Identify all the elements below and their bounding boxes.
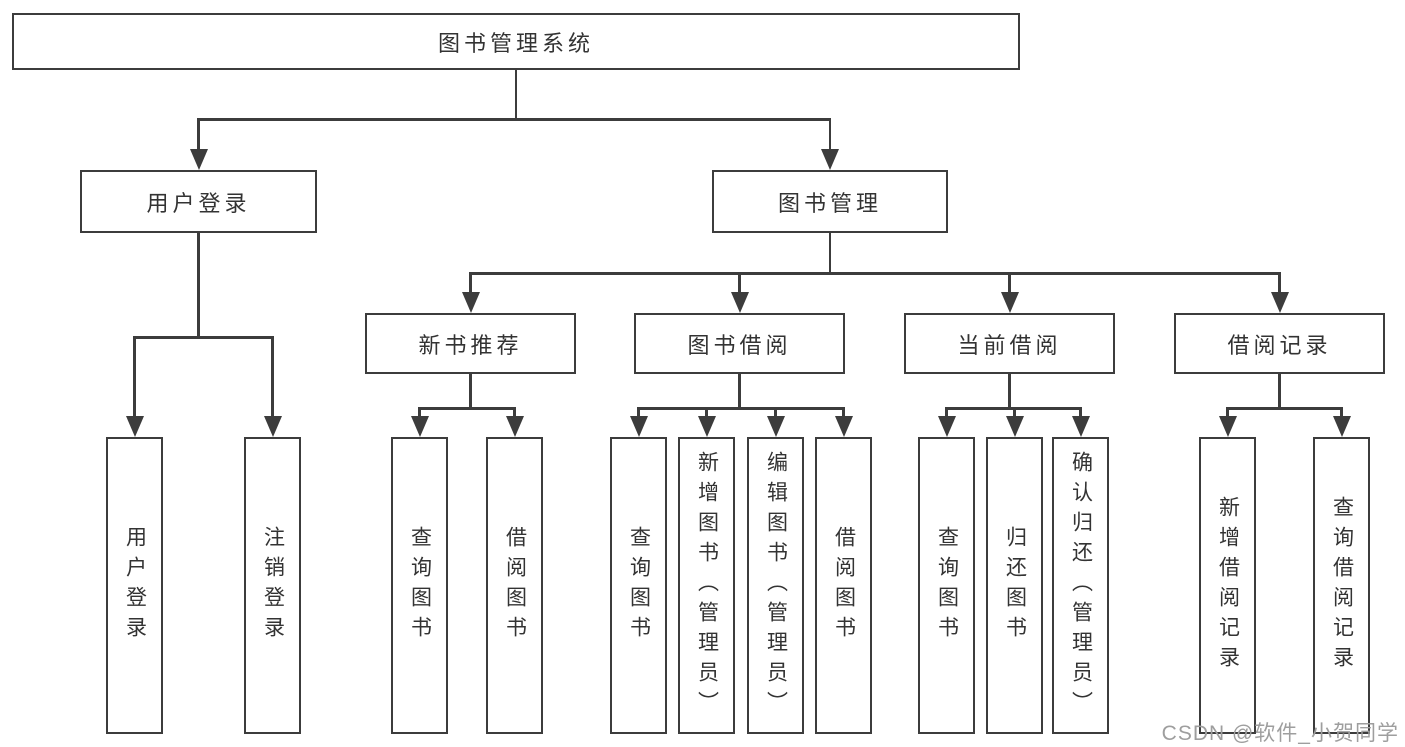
arrowhead-down [189, 149, 208, 170]
connector-line [638, 407, 844, 410]
leaf-add-borrow-record: 新增借阅记录 [1199, 437, 1256, 734]
connector-line [828, 118, 832, 150]
node-new-book-recommendation: 新书推荐 [365, 313, 576, 374]
connector-line [774, 407, 777, 417]
connector-line [842, 407, 845, 417]
leaf-confirm-return-admin: 确认归还（管理员） [1052, 437, 1109, 734]
node-label: 借阅记录 [1227, 332, 1332, 358]
leaf-label: 查询借阅记录 [1330, 495, 1354, 676]
node-user-login: 用户登录 [80, 170, 317, 233]
leaf-query-books-recommend: 查询图书 [391, 437, 448, 734]
arrowhead-down [766, 416, 785, 437]
connector-line [470, 272, 1281, 275]
connector-line [418, 407, 421, 417]
connector-line [1227, 407, 1342, 410]
leaf-query-books-borrow: 查询图书 [610, 437, 667, 734]
node-current-borrowing: 当前借阅 [904, 313, 1115, 374]
node-borrowing-records: 借阅记录 [1174, 313, 1385, 374]
node-root-library-system: 图书管理系统 [12, 13, 1020, 70]
leaf-logout: 注销登录 [244, 437, 301, 734]
connector-line [514, 70, 518, 118]
connector-line [197, 118, 200, 150]
connector-line [133, 336, 136, 417]
arrowhead-down [1005, 416, 1024, 437]
node-label: 图书借阅 [687, 332, 792, 358]
leaf-user-login: 用户登录 [106, 437, 163, 734]
arrowhead-down [461, 292, 480, 313]
leaf-label: 确认归还（管理员） [1069, 450, 1093, 721]
leaf-label: 查询图书 [627, 525, 651, 646]
connector-line [1079, 407, 1082, 417]
connector-line [469, 374, 472, 407]
leaf-label: 新增图书（管理员） [695, 450, 719, 721]
connector-line [1340, 407, 1343, 417]
connector-line [945, 407, 948, 417]
connector-line [828, 233, 832, 272]
connector-line [469, 272, 472, 293]
leaf-label: 用户登录 [123, 525, 147, 646]
connector-line [197, 233, 200, 336]
arrowhead-down [125, 416, 144, 437]
connector-line [1226, 407, 1229, 417]
node-label: 图书管理系统 [437, 30, 594, 56]
connector-line [1278, 374, 1281, 407]
connector-line [271, 336, 274, 417]
leaf-label: 借阅图书 [832, 525, 856, 646]
leaf-query-books-current: 查询图书 [918, 437, 975, 734]
connector-line [1013, 407, 1016, 417]
arrowhead-down [1071, 416, 1090, 437]
leaf-query-borrow-record: 查询借阅记录 [1313, 437, 1370, 734]
arrowhead-down [821, 149, 839, 170]
arrowhead-down [629, 416, 648, 437]
leaf-label: 注销登录 [261, 525, 285, 646]
connector-line [419, 407, 515, 410]
arrowhead-down [1270, 292, 1289, 313]
leaf-return-books: 归还图书 [986, 437, 1043, 734]
csdn-watermark: CSDN @软件_小贺同学 [1161, 722, 1399, 745]
node-book-management: 图书管理 [712, 170, 948, 233]
connector-line [738, 374, 741, 407]
leaf-label: 查询图书 [935, 525, 959, 646]
node-label: 图书管理 [777, 190, 882, 216]
connector-line [738, 272, 741, 293]
arrowhead-down [505, 416, 524, 437]
node-label: 用户登录 [146, 190, 251, 216]
node-book-borrowing: 图书借阅 [634, 313, 845, 374]
leaf-add-books-admin: 新增图书（管理员） [678, 437, 735, 734]
connector-line [1278, 272, 1281, 293]
leaf-label: 借阅图书 [503, 525, 527, 646]
node-label: 新书推荐 [418, 332, 523, 358]
leaf-label: 新增借阅记录 [1216, 495, 1240, 676]
arrowhead-down [697, 416, 716, 437]
leaf-borrow-books-recommend: 借阅图书 [486, 437, 543, 734]
arrowhead-down [1332, 416, 1351, 437]
node-label: 当前借阅 [957, 332, 1062, 358]
connector-line [1008, 374, 1011, 407]
connector-line [197, 118, 831, 121]
arrowhead-down [937, 416, 956, 437]
connector-line [705, 407, 708, 417]
leaf-edit-books-admin: 编辑图书（管理员） [747, 437, 804, 734]
leaf-borrow-books: 借阅图书 [815, 437, 872, 734]
leaf-label: 查询图书 [408, 525, 432, 646]
arrowhead-down [1000, 292, 1019, 313]
arrowhead-down [834, 416, 853, 437]
leaf-label: 编辑图书（管理员） [764, 450, 788, 721]
connector-line [1008, 272, 1011, 293]
arrowhead-down [1218, 416, 1237, 437]
arrowhead-down [730, 292, 749, 313]
arrowhead-down [263, 416, 282, 437]
arrowhead-down [410, 416, 429, 437]
connector-line [637, 407, 640, 417]
leaf-label: 归还图书 [1003, 525, 1027, 646]
connector-line [134, 336, 273, 339]
connector-line [513, 407, 516, 417]
